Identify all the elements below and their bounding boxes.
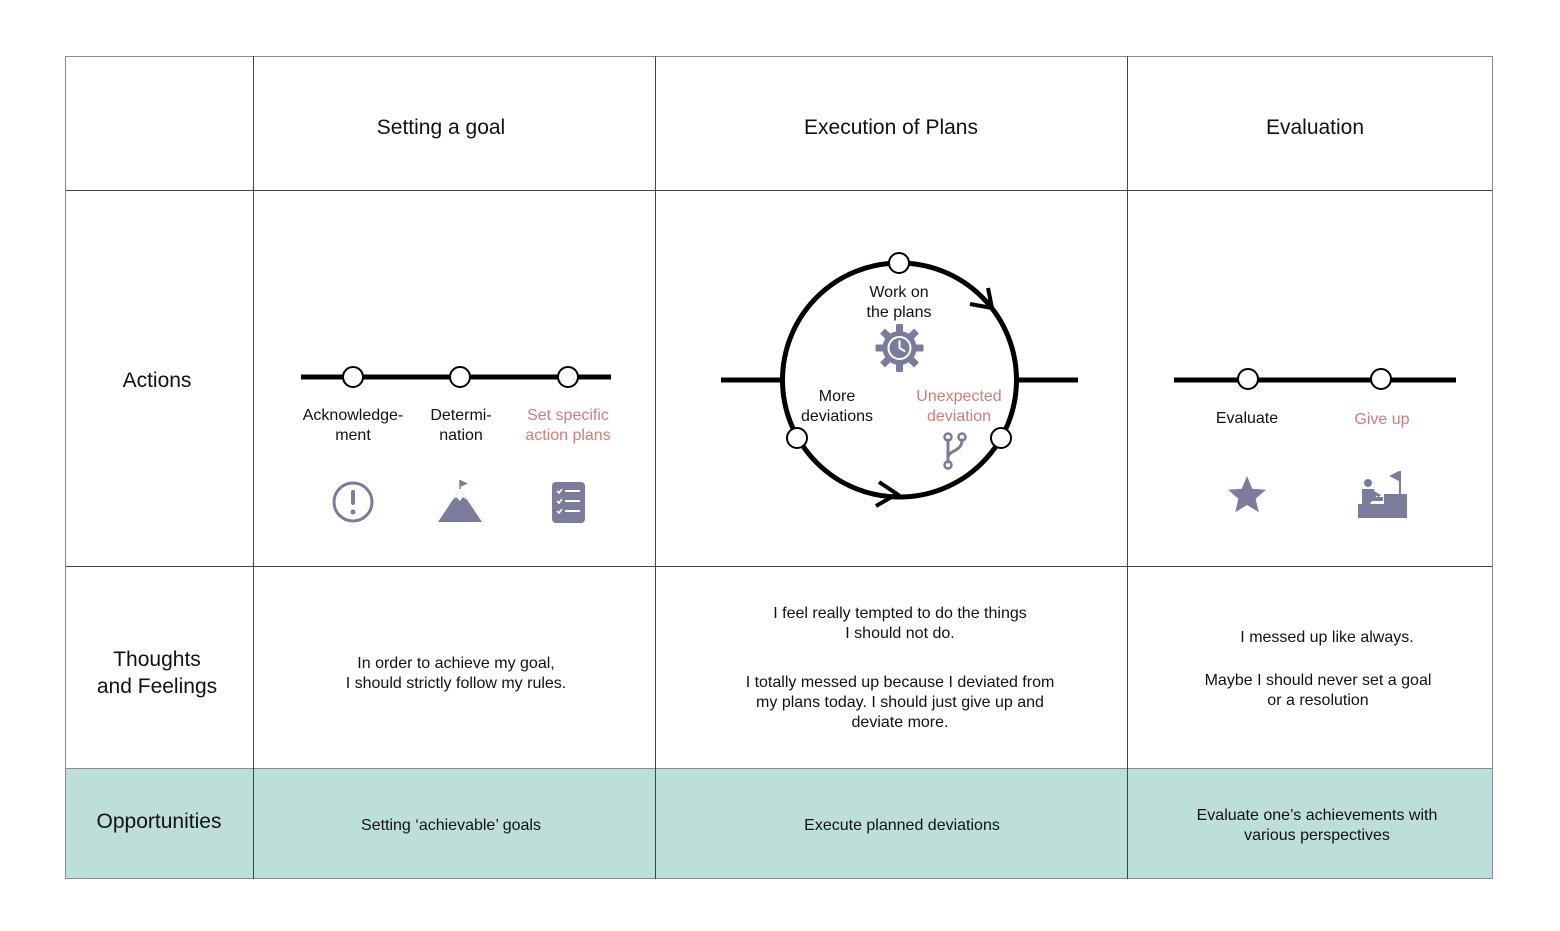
cycle-node-left [786,427,808,449]
step-give-up-label: Give up [1354,411,1410,428]
unexpected-deviation-label: Unexpected deviation [916,388,1002,425]
evaluation-thought-1: I messed up like always. [1240,629,1414,646]
header-evaluation: Evaluation [1265,116,1365,139]
cycle-arrow-bottom [875,480,901,508]
gear-clock-icon [875,324,924,372]
timeline-node-evaluate [1237,368,1259,390]
header-setting-goal: Setting a goal [376,116,506,139]
execution-cycle [721,252,1078,508]
timeline-node-determination [449,366,471,388]
execution-opportunity: Execute planned deviations [804,817,1000,834]
exclamation-circle-icon [332,481,374,523]
person-flag-icon [1358,471,1407,518]
execution-thought-2: I totally messed up because I deviated f… [745,674,1055,731]
branch-icon [943,432,967,470]
row-label-thoughts-line2: and Feelings [96,675,218,698]
step-action-plans-label: Set specific action plans [525,407,611,444]
row-label-thoughts: Thoughts and Feelings [97,646,217,700]
step-evaluate-label: Evaluate [1215,410,1279,427]
work-on-plans-label: Work on the plans [866,284,932,321]
setting-goal-thought: In order to achieve my goal, I should st… [345,655,567,692]
star-icon [1228,476,1266,513]
row-label-actions: Actions [122,369,192,392]
setting-goal-opportunity: Setting ‘achievable’ goals [361,817,541,834]
row-label-opportunities: Opportunities [96,810,222,833]
execution-thought-1: I feel really tempted to do the things I… [773,605,1027,642]
evaluation-opportunity: Evaluate one’s achievements with various… [1196,807,1438,844]
mountain-flag-icon [438,480,482,522]
cycle-node-right [990,427,1012,449]
step-acknowledgement-label: Acknowledge- ment [302,407,404,444]
step-determination-label: Determi- nation [430,407,492,444]
header-execution: Execution of Plans [804,116,978,139]
timeline-node-acknowledgement [342,366,364,388]
more-deviations-label: More deviations [800,388,874,425]
timeline-node-give-up [1370,368,1392,390]
evaluation-thought-2: Maybe I should never set a goal or a res… [1204,672,1432,709]
cycle-arrow-top [969,287,995,311]
opportunities-band [65,768,1493,878]
checklist-icon [552,482,585,523]
setting-goal-timeline [301,366,611,388]
row-label-thoughts-line1: Thoughts [113,648,201,671]
timeline-node-action-plans [557,366,579,388]
evaluation-timeline [1174,368,1456,390]
cycle-node-top [888,252,910,274]
